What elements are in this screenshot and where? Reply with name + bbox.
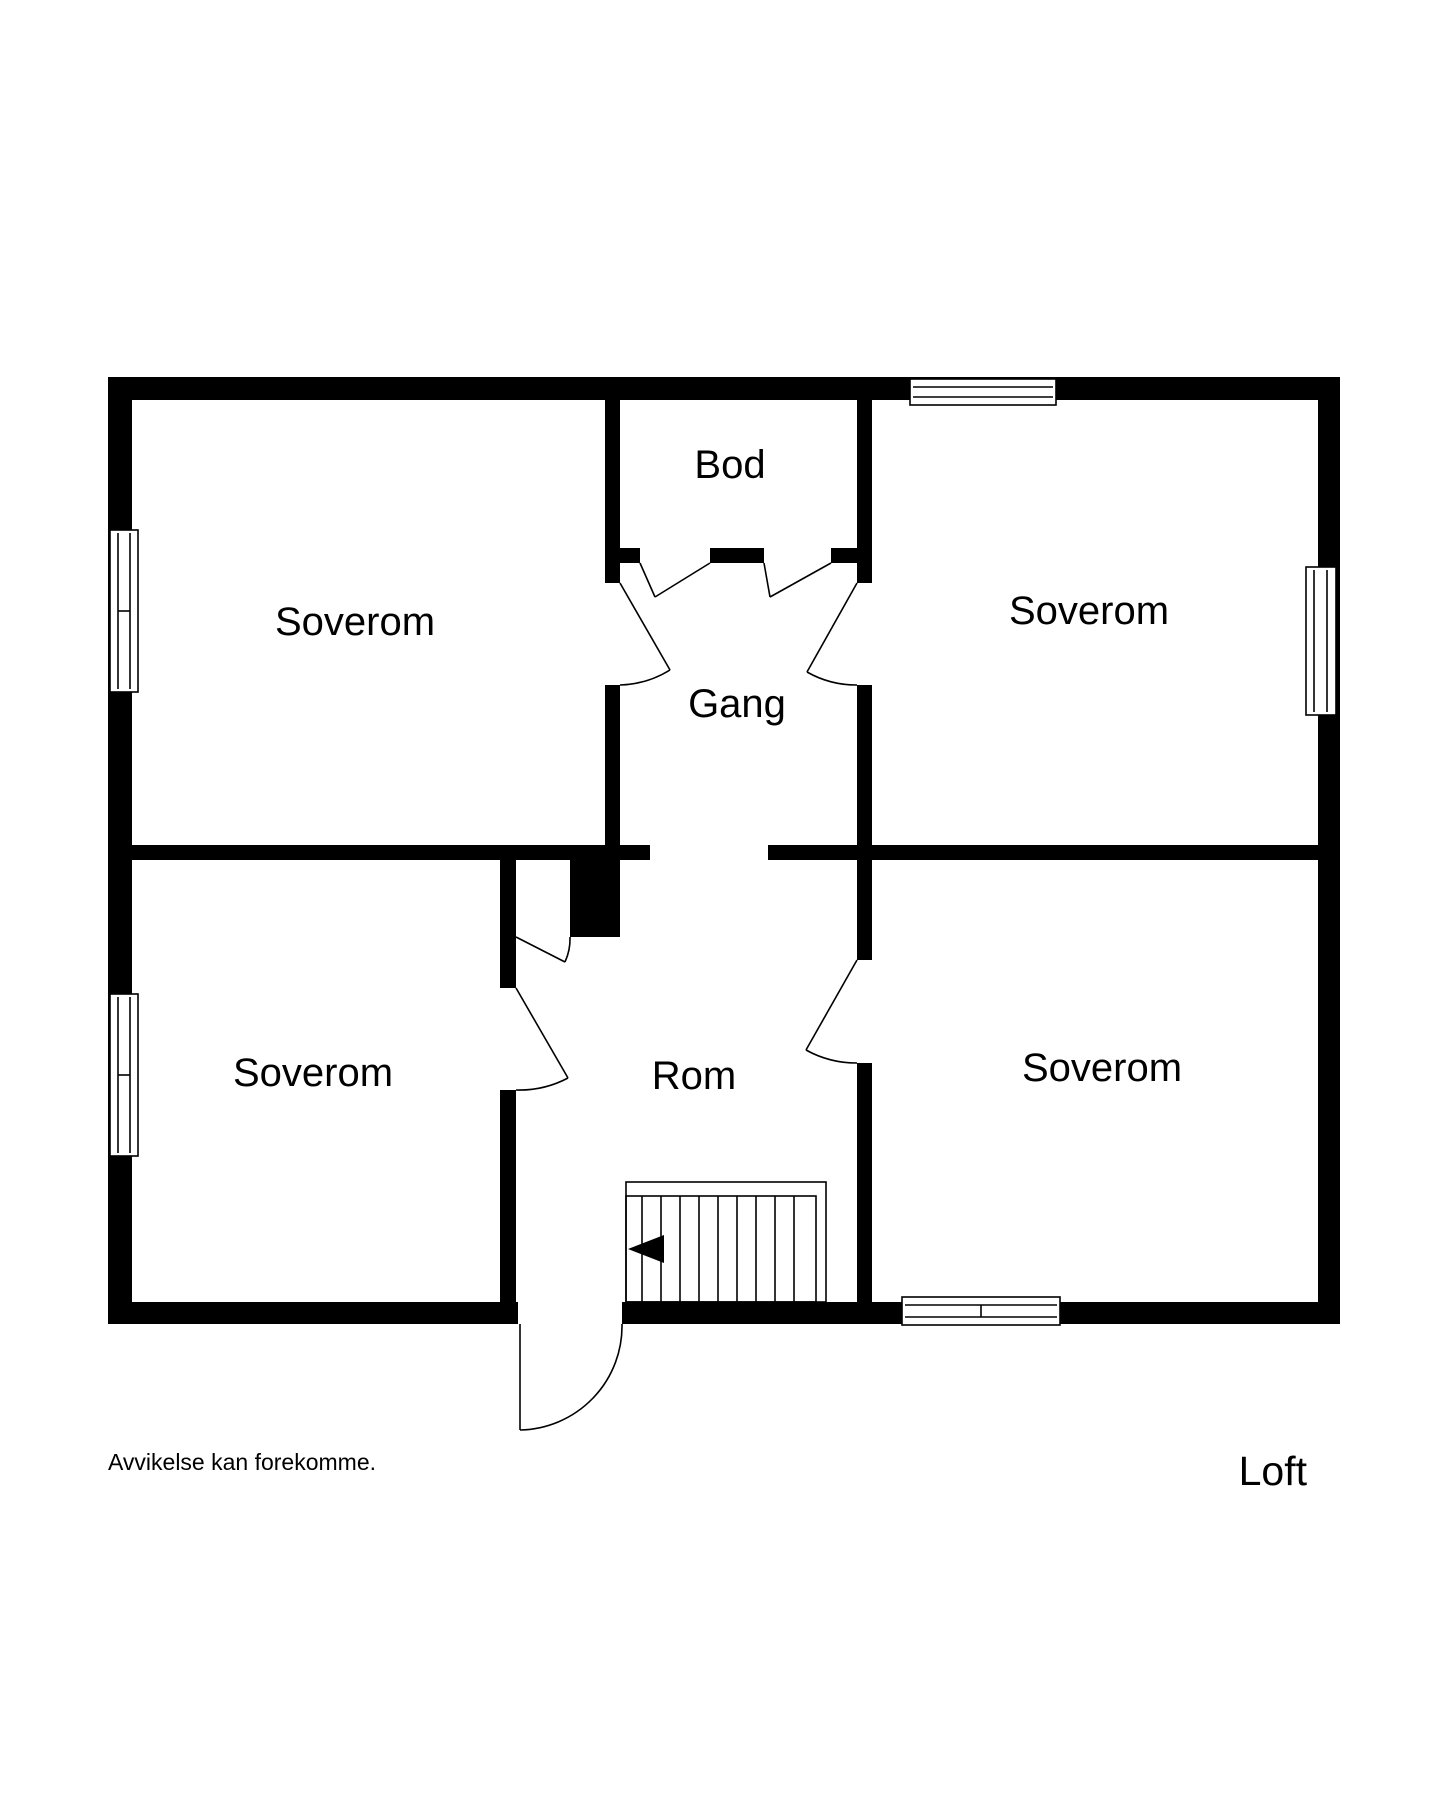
- door-soverom-nw: [619, 582, 671, 686]
- stair-direction-arrow-icon: [628, 1235, 664, 1263]
- wall-gang-left-lower: [605, 685, 620, 848]
- room-labels: Soverom Bod Gang Soverom Soverom Rom Sov…: [233, 443, 1182, 1098]
- stairs: [625, 1181, 827, 1303]
- window-east: [1305, 566, 1337, 716]
- label-gang: Gang: [688, 682, 786, 726]
- wall-bod-seg-3: [831, 548, 872, 563]
- door-soverom-sw: [515, 987, 569, 1091]
- wall-gang-right-upper: [857, 400, 872, 583]
- label-soverom-se: Soverom: [1022, 1046, 1182, 1090]
- wall-bod-seg-1: [605, 548, 640, 563]
- wall-rom-left-lower: [500, 1090, 516, 1302]
- wall-mid-right: [768, 845, 1318, 860]
- label-soverom-sw: Soverom: [233, 1051, 393, 1095]
- wall-rom-left-upper: [500, 855, 516, 988]
- chimney: [570, 855, 620, 937]
- window-west-upper: [109, 529, 139, 693]
- door-closet: [515, 936, 571, 963]
- window-south: [901, 1296, 1061, 1326]
- label-rom: Rom: [652, 1054, 736, 1098]
- floor-name: Loft: [1239, 1448, 1308, 1494]
- wall-south-left: [108, 1302, 518, 1324]
- door-bod-right: [763, 562, 832, 598]
- door-bod-left: [639, 562, 711, 598]
- wall-rom-right-lower: [857, 1063, 872, 1302]
- wall-west: [108, 377, 132, 1324]
- interior-walls: [132, 400, 1318, 1302]
- window-west-lower: [109, 993, 139, 1157]
- door-soverom-ne: [806, 582, 858, 686]
- wall-gang-left-upper: [605, 400, 620, 583]
- wall-mid-left: [132, 845, 650, 860]
- doors: [515, 562, 858, 1431]
- wall-rom-right-upper: [857, 860, 872, 960]
- door-entrance: [519, 1323, 623, 1431]
- windows: [109, 378, 1337, 1326]
- window-north: [909, 378, 1057, 406]
- label-soverom-ne: Soverom: [1009, 589, 1169, 633]
- wall-north: [108, 377, 1340, 400]
- label-bod: Bod: [694, 443, 765, 487]
- wall-bod-seg-2: [710, 548, 764, 563]
- disclaimer: Avvikelse kan forekomme.: [108, 1449, 376, 1475]
- wall-gang-right-lower: [857, 685, 872, 848]
- label-soverom-nw: Soverom: [275, 600, 435, 644]
- wall-east: [1318, 377, 1340, 1324]
- door-soverom-se: [805, 959, 858, 1064]
